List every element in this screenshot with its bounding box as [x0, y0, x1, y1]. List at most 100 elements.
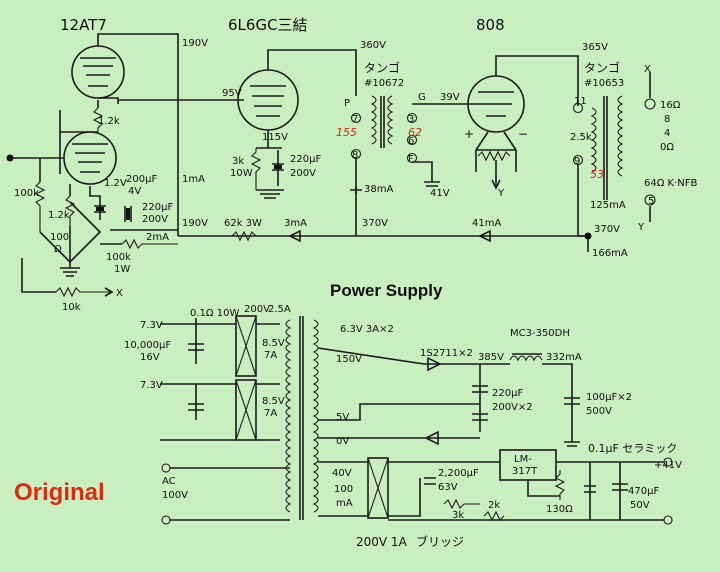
label-output6l6-r3k: 3k [232, 156, 244, 167]
label-ps-r130: 130Ω [546, 504, 573, 515]
label-preamp-r100k: 100k [14, 188, 39, 199]
tango2-labels: タンゴ X #10653 11 16Ω 8 4 0Ω 2.5k 9 53 64Ω… [570, 60, 698, 259]
label-preamp-v190a: 190V [182, 38, 208, 49]
label-preamp-c220v: 200V [142, 214, 168, 225]
label-ps-r3k: 3k [452, 510, 464, 521]
label-ps-cer: 0.1μF セラミック [588, 442, 677, 455]
label-ps-reg2: 317T [512, 466, 538, 477]
label-ps-r01: 0.1Ω 10W [190, 308, 239, 319]
label-tango2-r25k: 2.5k [570, 132, 592, 143]
label-ps-c2200: 2,200μF [438, 468, 479, 479]
label-ps-sec0: 0V [336, 436, 349, 447]
label-ps-ma100: 100 [334, 484, 353, 495]
label-output6l6-c220: 220μF [290, 154, 321, 165]
label-ps-bridge: 200V 1A [356, 535, 408, 549]
label-tango1-n3: 3 [408, 114, 414, 125]
label-tango1-v370: 370V [362, 218, 388, 229]
label-ps-sec40: 40V [332, 468, 352, 479]
label-preamp-r100: 100 [50, 232, 69, 243]
transformer-tango-10672 [350, 95, 480, 236]
label-ps-sec5: 5V [336, 412, 349, 423]
label-preamp-i3ma: 3mA [284, 218, 307, 229]
label-preamp-r1k2b: 1.2k [48, 210, 70, 221]
label-tango2-x: X [644, 64, 651, 75]
label-ps-reg: LM- [514, 454, 532, 465]
label-preamp-v190b: 190V [182, 218, 208, 229]
tube-6l6gc [118, 49, 357, 199]
label-preamp-r10k: 10k [62, 302, 81, 313]
label-tango2-r16: 16Ω [660, 100, 681, 111]
label-tango2-n5: 5 [648, 196, 654, 207]
label-ps-v85b: 8.5V [262, 396, 285, 407]
label-preamp-ohm: Ω [54, 244, 62, 255]
label-tango2-n9: 9 [574, 156, 580, 167]
label-preamp-r100k1w: 100k [106, 252, 131, 263]
label-ps-a25: 2.5A [268, 304, 291, 315]
label-ps-c470: 470μF [628, 486, 659, 497]
label-tango1-red62: 62 [408, 126, 422, 139]
label-tango1-p: P [344, 98, 350, 109]
label-tango2-name: タンゴ [584, 60, 620, 75]
label-ps-v200: 200V [244, 304, 270, 315]
label-ps-diode: 1S2711×2 [420, 348, 473, 359]
label-ps-r2k: 2k [488, 500, 500, 511]
label-preamp-i2ma: 2mA [146, 232, 169, 243]
ps-heater-section [160, 315, 280, 441]
label-output808-y: Y [497, 188, 505, 199]
label-output6l6-w10w: 10W [230, 168, 253, 179]
label-ps-ma: mA [336, 498, 353, 509]
label-ps-c200x2: 200V×2 [492, 402, 533, 413]
label-tango2-r4: 4 [664, 128, 670, 139]
output808-labels: 365V + − Y [464, 42, 608, 199]
label-tango2-r8: 8 [664, 114, 670, 125]
power-supply-title: Power Supply [330, 281, 443, 300]
label-ps-sec150: 150V [336, 354, 362, 365]
label-tango2-y: Y [637, 222, 645, 233]
label-ps-c100x2: 100μF×2 [586, 392, 632, 403]
label-output808-v365: 365V [582, 42, 608, 53]
tube-label-808: 808 [476, 16, 505, 34]
label-output6l6-c200v: 200V [290, 168, 316, 179]
label-ps-v85a: 8.5V [262, 338, 285, 349]
label-preamp-i1ma: 1mA [182, 174, 205, 185]
label-preamp-c220: 220μF [142, 202, 173, 213]
label-ps-v500: 500V [586, 406, 612, 417]
label-ps-v16: 16V [140, 352, 160, 363]
preamp-wiring [6, 33, 588, 298]
label-ps-out41: +41V [654, 460, 682, 471]
label-preamp-w1w: 1W [114, 264, 130, 275]
original-label: Original [14, 479, 105, 506]
label-tango1-f: F [408, 154, 414, 165]
label-ps-v73a: 7.3V [140, 320, 163, 331]
tube-808 [467, 55, 579, 190]
label-output6l6-v115: 115V [262, 132, 288, 143]
label-tango1-v41: 41V [430, 188, 450, 199]
label-ps-v100: 100V [162, 490, 188, 501]
tube-envelope-lower [63, 131, 117, 185]
tube-envelope-upper [71, 45, 125, 99]
output6l6-labels: 360V 95V 115V 3k 10W 220μF 200V [222, 40, 386, 179]
label-ps-v73b: 7.3V [140, 380, 163, 391]
label-tango1-i41: 41mA [472, 218, 501, 229]
label-ps-c220: 220μF [492, 388, 523, 399]
label-tango1-v39: 39V [440, 92, 460, 103]
label-tango2-i125: 125mA [590, 200, 626, 211]
ps-power-transformer [161, 316, 319, 525]
label-preamp-c200v: 4V [128, 186, 141, 197]
tube-label-6l6gc: 6L6GC三結 [228, 16, 308, 34]
label-output6l6-v360: 360V [360, 40, 386, 51]
label-tango2-nfb: 64Ω K·NFB [644, 178, 698, 189]
label-tango2-r0: 0Ω [660, 142, 674, 153]
ps-labels: 7.3V 0.1Ω 10W 200V 2.5A 10,000μF 16V 8.5… [124, 304, 682, 549]
label-ps-choke: MC3-350DH [510, 328, 570, 339]
label-tango1-name: タンゴ [364, 60, 400, 75]
label-tango1-red155: 155 [336, 126, 357, 139]
ps-lv-section [318, 449, 673, 525]
label-tango2-i166: 166mA [592, 248, 628, 259]
label-tango1-i38: 38mA [364, 184, 393, 195]
label-tango2-model: #10653 [584, 78, 624, 89]
label-preamp-r62k: 62k 3W [224, 218, 262, 229]
label-output808-plus: + [464, 127, 474, 141]
label-tango1-model: #10672 [364, 78, 404, 89]
